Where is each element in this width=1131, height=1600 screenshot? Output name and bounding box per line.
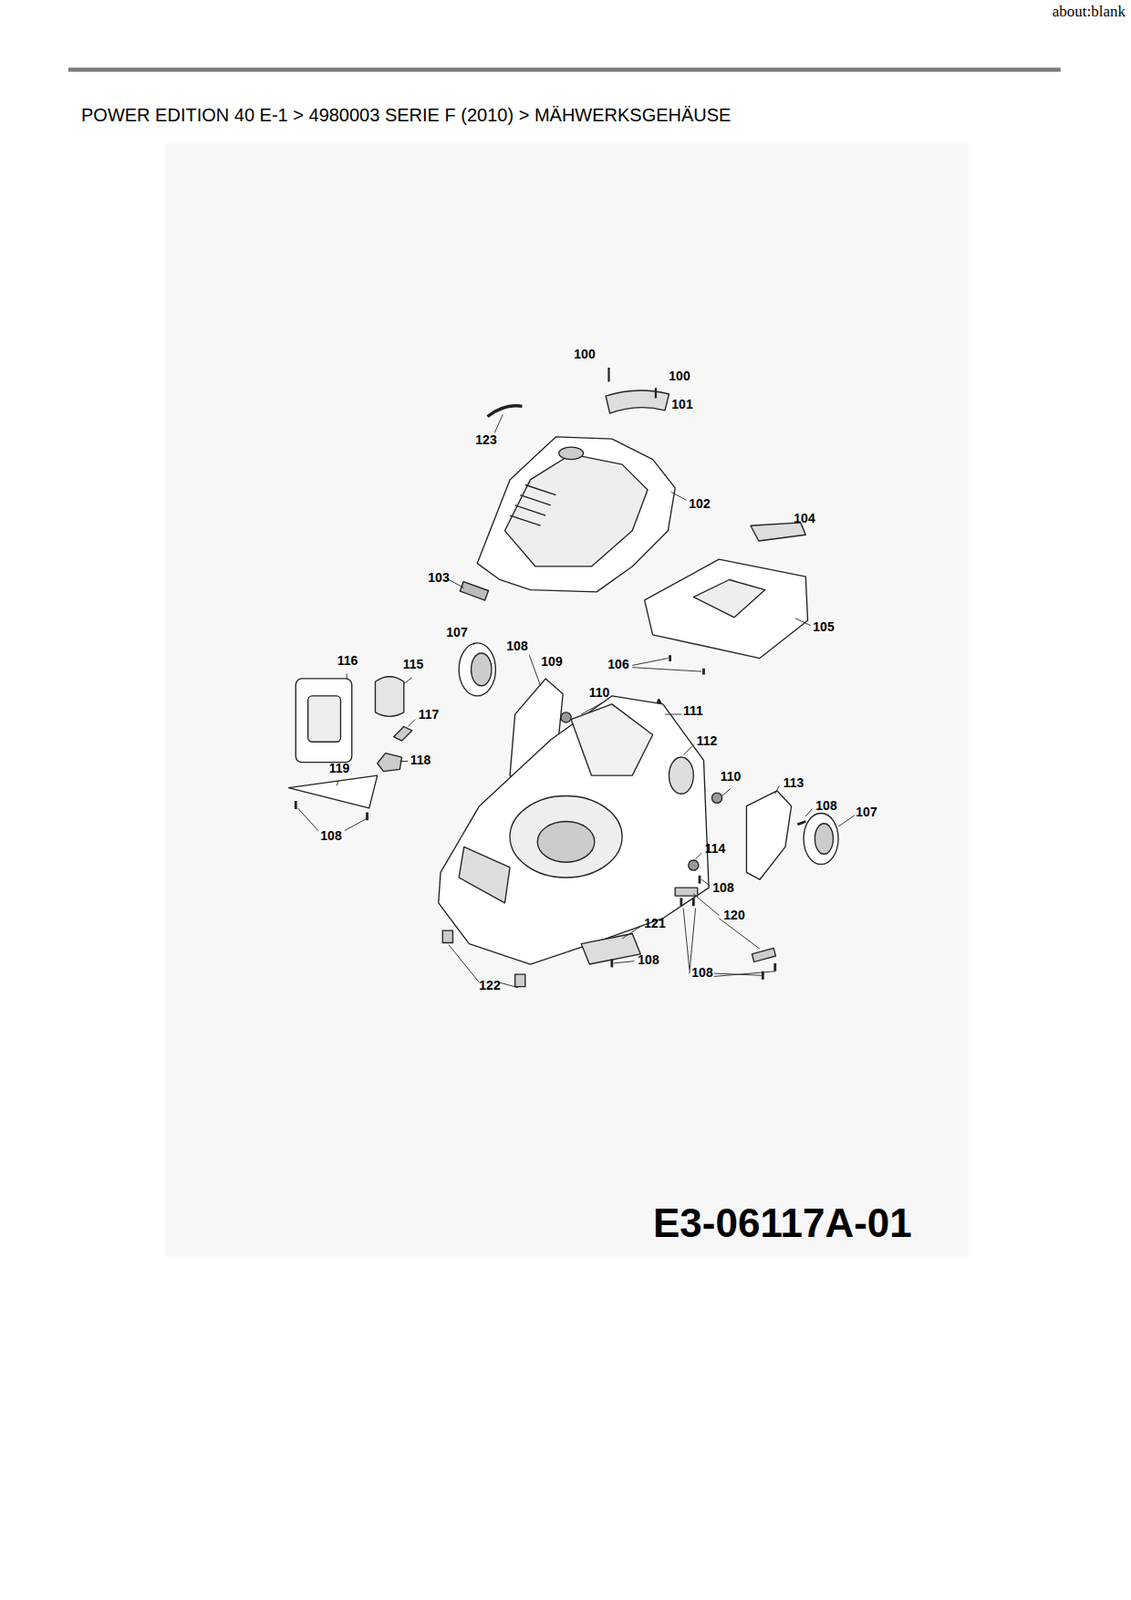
callout-number: 107 — [855, 805, 877, 820]
callout-number: 121 — [643, 916, 665, 931]
header-rule — [68, 67, 1061, 72]
callout-number: 116 — [337, 653, 359, 668]
callout-number: 114 — [705, 841, 727, 856]
callout-number: 100 — [573, 347, 595, 362]
callout-number: 105 — [812, 620, 834, 634]
callout-number: 103 — [427, 570, 449, 585]
drawing-number: E3-06117A-01 — [653, 1201, 913, 1246]
callout-number: 100 — [668, 369, 690, 384]
breadcrumb-title: POWER EDITION 40 E-1 > 4980003 SERIE F (… — [81, 104, 731, 125]
callout-number: 111 — [683, 704, 704, 718]
callout-number: 108 — [691, 965, 713, 980]
callout-number: 120 — [723, 908, 745, 923]
callout-number: 123 — [475, 433, 497, 447]
callout-number: 107 — [446, 625, 467, 640]
callout-number: 112 — [696, 734, 718, 748]
callout-number: 108 — [815, 798, 837, 813]
callout-number: 110 — [589, 685, 611, 700]
callout-number: 102 — [688, 497, 710, 511]
callout-number: 110 — [720, 769, 742, 784]
callout-number: 117 — [418, 707, 440, 722]
callout-number: 106 — [607, 657, 629, 672]
image-ground — [166, 143, 969, 1257]
callout-number: 101 — [671, 397, 693, 412]
callout-number: 108 — [637, 953, 659, 967]
callout-number: 115 — [403, 657, 425, 672]
callout-number: 118 — [410, 753, 432, 768]
browser-url: about:blank — [1052, 3, 1126, 21]
callout-number: 109 — [540, 654, 562, 669]
callout-number: 104 — [793, 511, 815, 526]
callout-number: 108 — [506, 639, 528, 654]
callout-number: 108 — [712, 881, 734, 895]
callout-number: 119 — [329, 761, 351, 776]
callout-number: 113 — [783, 776, 805, 790]
callout-number: 108 — [320, 829, 342, 843]
callout-number: 122 — [478, 978, 500, 993]
